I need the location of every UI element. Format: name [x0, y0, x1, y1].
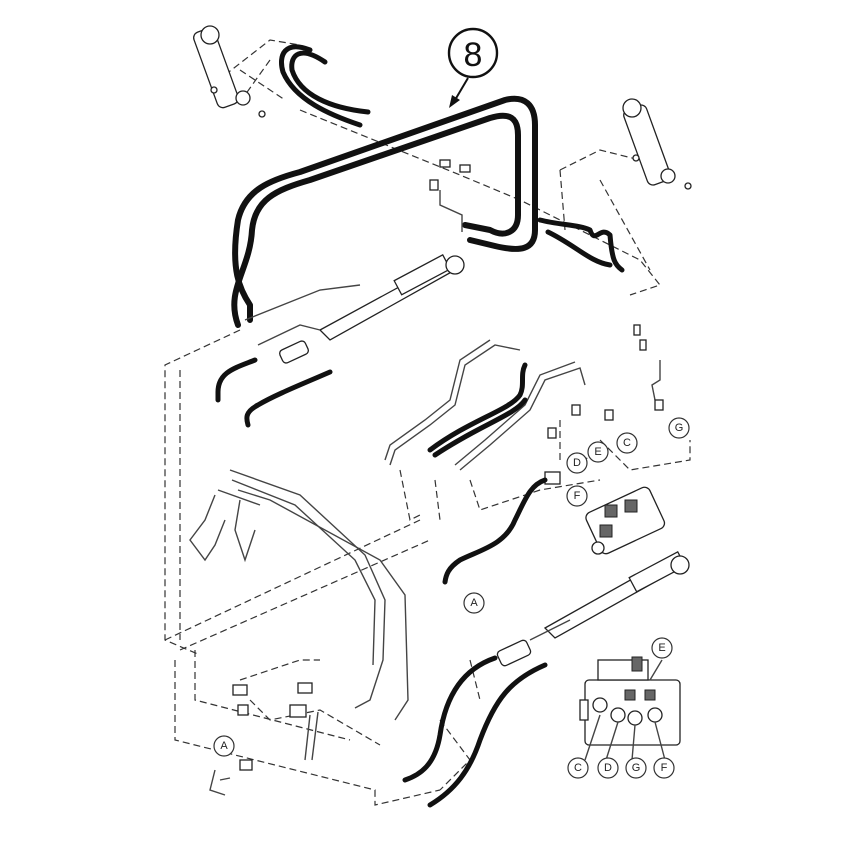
valve-block-lower	[579, 656, 681, 761]
callout-A-low: A	[213, 735, 235, 757]
hose-to-A-mid	[442, 477, 548, 585]
callout-E-mid: E	[587, 441, 609, 463]
hose-item-8	[231, 95, 538, 328]
svg-text:F: F	[661, 762, 668, 774]
fittings-column	[547, 324, 664, 439]
callout-C-mid: C	[616, 432, 638, 454]
callout-G-mid: G	[668, 417, 690, 439]
svg-text:E: E	[594, 446, 601, 458]
svg-text:C: C	[574, 762, 582, 774]
svg-text:D: D	[573, 457, 581, 469]
frame-tubes	[189, 469, 409, 721]
letter-callouts: G C E D F A A E	[213, 417, 690, 779]
svg-text:G: G	[675, 422, 684, 434]
hose-right-upper	[537, 217, 625, 273]
svg-text:F: F	[574, 490, 581, 502]
svg-text:A: A	[220, 740, 228, 752]
item-8-number: 8	[464, 36, 483, 74]
hoses-lower	[402, 655, 548, 808]
callout-A-mid: A	[463, 592, 485, 614]
svg-text:G: G	[632, 762, 641, 774]
fittings-top	[429, 159, 471, 232]
callout-D-mid: D	[566, 452, 588, 474]
tilt-cylinder-mid	[244, 253, 465, 364]
lower-cylinder	[496, 550, 690, 667]
callout-F-valve: F	[653, 757, 675, 779]
item-8-callout: 8	[447, 27, 499, 108]
lift-cylinder-right-top	[622, 98, 692, 190]
hose-mid-left	[215, 357, 333, 428]
svg-text:D: D	[604, 762, 612, 774]
callout-G-valve: G	[625, 757, 647, 779]
svg-text:E: E	[658, 642, 665, 654]
tubes-mid-right	[384, 339, 586, 471]
callout-F-mid: F	[566, 485, 588, 507]
callout-E-valve: E	[651, 637, 673, 659]
lower-left-parts	[209, 682, 319, 796]
callout-C-valve: C	[567, 757, 589, 779]
callout-D-valve: D	[597, 757, 619, 779]
svg-text:A: A	[470, 597, 478, 609]
control-valve-mid	[544, 471, 666, 555]
svg-text:C: C	[623, 437, 631, 449]
lift-cylinder-left-top	[193, 25, 266, 118]
hose-top-short	[279, 44, 371, 128]
